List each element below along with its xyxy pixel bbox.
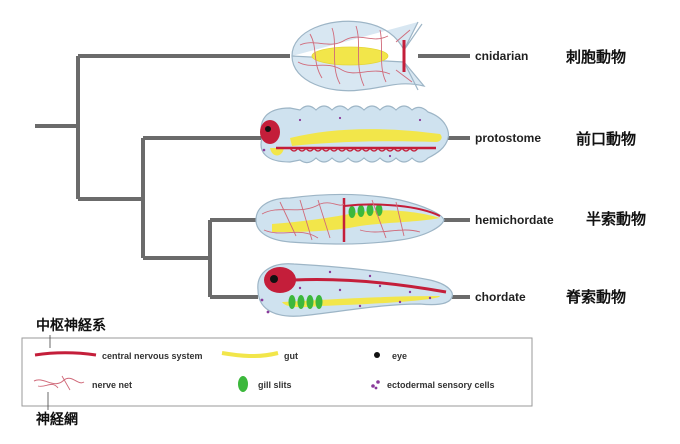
taxon-label-ja-chordate: 脊索動物 [565,288,626,306]
taxon-label-ja-protostome: 前口動物 [576,130,636,148]
legend-eye-label: eye [392,351,407,361]
legend-gill-slits-label: gill slits [258,380,292,390]
legend-gut-label: gut [284,351,298,361]
legend-sensory-cells-label: ectodermal sensory cells [387,380,495,390]
legend-gut-swatch [221,351,279,358]
chordate-illustration [257,263,453,317]
legend-box [21,337,533,407]
chordate-eye-icon [270,275,278,283]
legend: central nervous system gut eye nerve net… [21,335,533,410]
taxon-label-protostome: protostome [475,131,541,145]
taxon-label-chordate: chordate [475,290,526,304]
legend-gill-slits-swatch [238,376,248,392]
side-label-nerve-net: 神経網 [36,411,78,428]
legend-sensory-cells-swatch [371,380,380,390]
phylogenetic-tree [35,54,470,299]
legend-nerve-net-label: nerve net [92,380,132,390]
taxon-label-ja-cnidarian: 刺胞動物 [566,48,626,66]
side-label-cns: 中枢神経系 [36,317,106,334]
taxon-label-ja-hemichordate: 半索動物 [586,210,646,228]
legend-eye-icon [374,352,380,358]
hemichordate-illustration [255,193,445,245]
cnidarian-illustration [291,20,426,92]
legend-cns-swatch [34,351,97,357]
protostome-illustration [260,105,450,164]
taxon-label-hemichordate: hemichordate [475,213,554,227]
taxon-label-cnidarian: cnidarian [475,49,528,63]
protostome-eye-icon [265,126,271,132]
legend-cns-label: central nervous system [102,351,203,361]
